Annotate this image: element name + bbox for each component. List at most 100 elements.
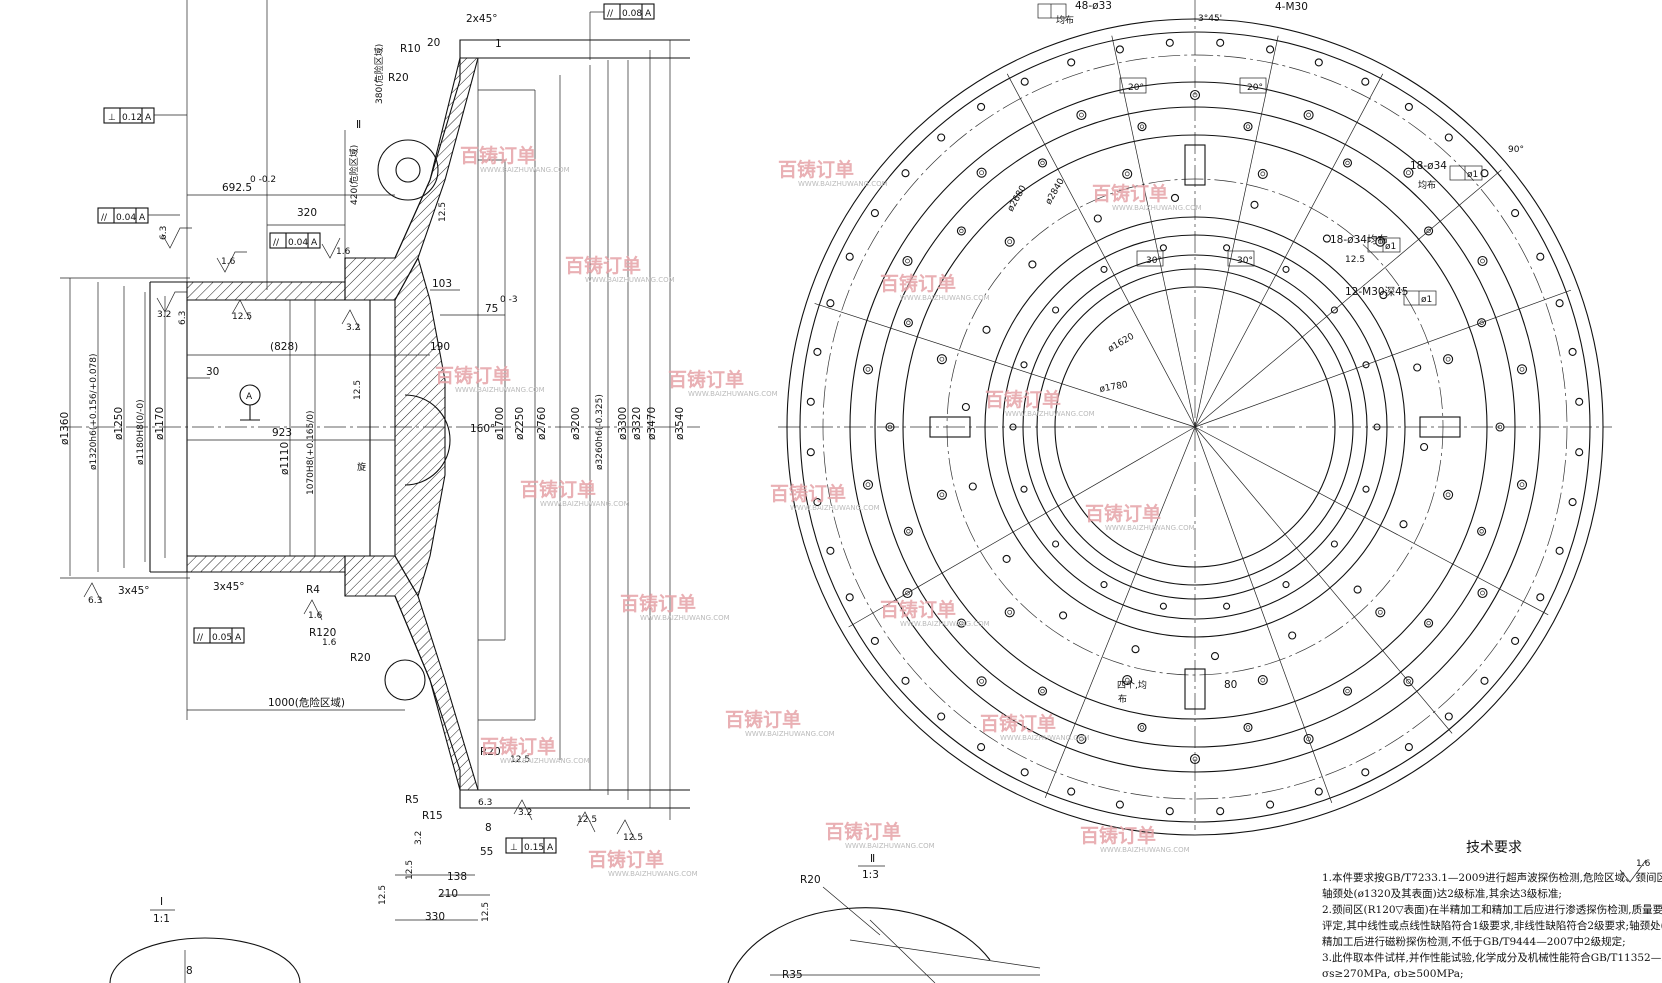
label-90: 90° <box>1508 145 1524 155</box>
bolt-hole-center <box>1345 688 1350 694</box>
bolt-hole <box>1403 676 1414 687</box>
svg-text:WWW.BAIZHUWANG.COM: WWW.BAIZHUWANG.COM <box>1112 204 1202 212</box>
bolt-hole <box>1480 676 1489 685</box>
dim-d3320: ø3320 <box>631 407 643 440</box>
svg-text:12.5: 12.5 <box>405 860 415 880</box>
lug-slot <box>1184 144 1206 186</box>
bolt-hole <box>1067 787 1076 796</box>
bolt-hole <box>1314 58 1323 67</box>
svg-text:WWW.BAIZHUWANG.COM: WWW.BAIZHUWANG.COM <box>900 294 990 302</box>
bolt-hole <box>1020 77 1029 86</box>
svg-text:百铸订单: 百铸订单 <box>880 272 956 295</box>
bolt-hole <box>982 325 991 334</box>
radial-line <box>1194 426 1453 734</box>
dim-692: 692.5 <box>222 182 252 194</box>
plan-ring <box>786 18 1604 836</box>
section-view-labels: ø1360 ø1320h6(+0.156/+0.078) ø1250 ø1180… <box>59 13 686 977</box>
svg-text:12.5: 12.5 <box>623 833 643 843</box>
dim-d1170: ø1170 <box>154 407 166 440</box>
bolt-hole-center <box>1139 124 1145 129</box>
bolt-hole <box>1424 226 1434 236</box>
section-scale: 1:1 <box>153 913 170 925</box>
svg-text:百铸订单: 百铸订单 <box>985 388 1061 411</box>
bolt-hole-center <box>1139 725 1145 730</box>
bolt-hole-center <box>1079 736 1084 742</box>
bolt-hole <box>1399 520 1408 529</box>
dim-2x45: 2x45° <box>466 13 498 25</box>
svg-text:WWW.BAIZHUWANG.COM: WWW.BAIZHUWANG.COM <box>608 870 698 878</box>
dim-d1250: ø1250 <box>113 407 125 440</box>
svg-text:0.12: 0.12 <box>122 113 142 123</box>
bolt-hole <box>1477 587 1488 599</box>
datum-a: A <box>246 392 253 402</box>
bolt-hole-center <box>1079 112 1084 118</box>
bolt-hole <box>903 526 913 536</box>
svg-text:WWW.BAIZHUWANG.COM: WWW.BAIZHUWANG.COM <box>845 842 935 850</box>
label-r15: R15 <box>422 810 443 822</box>
bolt-hole <box>1322 234 1331 243</box>
bolt-hole-center <box>1345 160 1350 166</box>
dim-d3200: ø3200 <box>570 407 582 440</box>
svg-text:6.3: 6.3 <box>159 226 169 240</box>
bolt-hole-center <box>1377 609 1383 615</box>
bolt-hole-center <box>1040 160 1045 166</box>
bolt-hole <box>968 482 977 491</box>
dim-d1070: 1070H8(+0.165/0) <box>306 411 316 496</box>
dim-d1360: ø1360 <box>59 412 71 445</box>
bolt-hole <box>826 546 835 555</box>
svg-text:3.2: 3.2 <box>346 323 360 333</box>
angle-frame <box>1239 77 1267 94</box>
label-r120: R120 <box>309 627 336 639</box>
note-arrow: 旋 <box>357 461 366 473</box>
plan-ring <box>946 178 1444 676</box>
bolt-hole <box>1568 498 1577 507</box>
bolt-hole-center <box>959 620 964 626</box>
bolt-hole <box>1282 265 1290 273</box>
svg-text:3.2: 3.2 <box>518 808 532 818</box>
angle-frame <box>1119 77 1147 94</box>
pos-frame-1: ø1 <box>1449 165 1483 181</box>
label-four-even-2: 布 <box>1118 693 1127 705</box>
bolt-hole-center <box>1426 620 1431 626</box>
svg-text:WWW.BAIZHUWANG.COM: WWW.BAIZHUWANG.COM <box>688 390 778 398</box>
bolt-hole-center <box>1124 171 1130 177</box>
label-80: 80 <box>1224 679 1237 691</box>
dim-210: 210 <box>438 888 458 900</box>
section-view <box>60 0 700 921</box>
bolt-hole <box>1536 593 1545 602</box>
bolt-hole <box>1330 306 1338 314</box>
bolt-hole <box>1516 364 1528 375</box>
svg-text://: // <box>607 9 614 19</box>
svg-text:WWW.BAIZHUWANG.COM: WWW.BAIZHUWANG.COM <box>798 180 888 188</box>
bolt-hole <box>1067 58 1076 67</box>
dim-d1700: ø1700 <box>494 407 506 440</box>
label-r5: R5 <box>405 794 419 806</box>
pos-frame-3: ø1 <box>1403 290 1437 306</box>
dim-20: 20 <box>427 37 440 49</box>
label-18-holes-a: 18-ø34 <box>1410 160 1447 172</box>
svg-text:百铸订单: 百铸订单 <box>480 735 556 758</box>
bolt-hole-center <box>939 356 945 362</box>
bolt-hole <box>977 743 986 752</box>
bolt-hole <box>1004 607 1015 618</box>
bolt-hole <box>1137 122 1147 132</box>
bolt-hole <box>1266 800 1275 809</box>
label-r10: R10 <box>400 43 421 55</box>
bolt-hole <box>1059 611 1068 620</box>
svg-text:WWW.BAIZHUWANG.COM: WWW.BAIZHUWANG.COM <box>480 166 570 174</box>
bolt-hole <box>1362 485 1370 493</box>
svg-text:12.5: 12.5 <box>378 885 388 905</box>
bolt-hole <box>1037 158 1048 168</box>
svg-text:1.6: 1.6 <box>322 638 337 648</box>
bolt-hole <box>1362 361 1370 369</box>
bolt-hole <box>976 167 987 178</box>
label-18-holes-a-sub: 均布 <box>1418 179 1436 191</box>
bolt-hole <box>1028 260 1037 269</box>
bolt-hole-center <box>1245 725 1251 730</box>
bolt-hole <box>902 587 913 599</box>
bolt-hole <box>1575 397 1584 406</box>
